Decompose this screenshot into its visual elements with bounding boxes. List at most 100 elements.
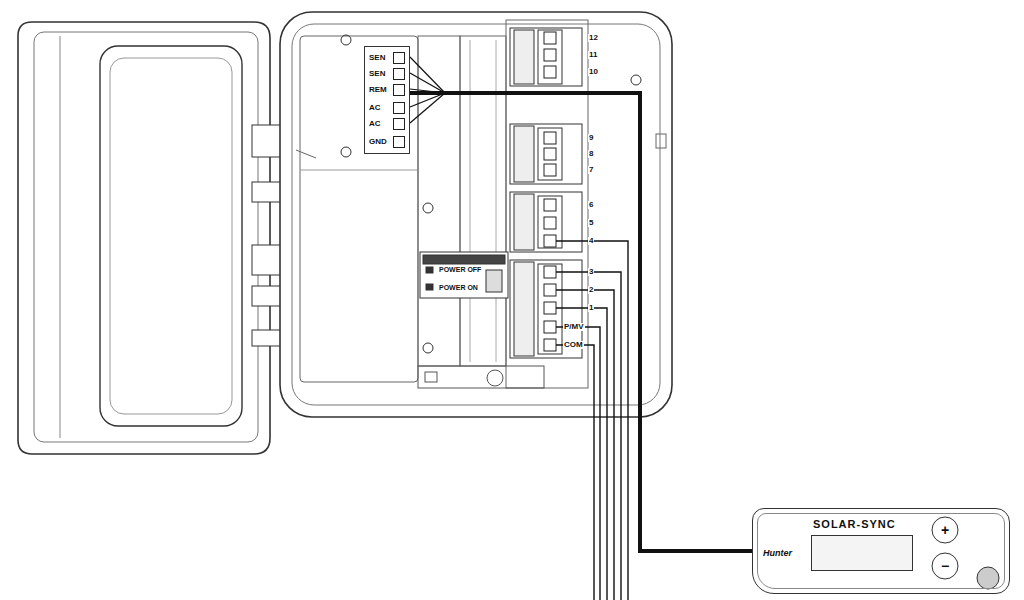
bottom-bar bbox=[418, 366, 544, 388]
transformer-bay bbox=[300, 36, 418, 382]
hinge bbox=[252, 125, 282, 157]
terminal-number: 5 bbox=[588, 219, 594, 227]
hinge bbox=[252, 330, 282, 346]
terminal-screw bbox=[393, 68, 405, 80]
terminal-label: AC bbox=[369, 104, 381, 112]
solar-sync-sensor: SOLAR-SYNCHunter bbox=[752, 508, 1010, 594]
terminal-screws bbox=[544, 32, 556, 351]
button bbox=[977, 567, 999, 589]
sensor-fan-wires bbox=[410, 57, 445, 123]
terminal-number: 9 bbox=[588, 134, 594, 142]
zone-wire bbox=[556, 241, 628, 600]
terminal-screw bbox=[393, 102, 405, 114]
button-symbol: + bbox=[940, 523, 950, 537]
screw bbox=[544, 284, 556, 296]
controller-housing bbox=[280, 12, 672, 417]
door-outline bbox=[18, 22, 270, 454]
terminal-number: 8 bbox=[588, 150, 594, 158]
screw bbox=[544, 321, 556, 333]
sensor-cable bbox=[410, 93, 752, 551]
fan-wire bbox=[410, 93, 445, 107]
door-edge bbox=[60, 36, 61, 438]
lock-icon bbox=[426, 284, 433, 290]
module-strip bbox=[514, 194, 534, 250]
hinge bbox=[252, 182, 282, 202]
door-recess bbox=[100, 46, 242, 426]
housing-outline bbox=[280, 12, 672, 417]
switch-plate bbox=[420, 252, 508, 298]
button bbox=[932, 517, 958, 543]
controller-door bbox=[18, 22, 270, 454]
hinge bbox=[252, 286, 282, 306]
screw bbox=[544, 302, 556, 314]
screw bbox=[544, 49, 556, 61]
power-switch bbox=[420, 252, 508, 298]
terminal-number: 3 bbox=[588, 268, 594, 276]
column-line bbox=[470, 40, 471, 362]
housing-inner bbox=[292, 24, 660, 405]
switch-label: POWER OFF bbox=[438, 266, 482, 273]
terminal-label: AC bbox=[369, 120, 381, 128]
sensor-display bbox=[811, 535, 913, 571]
module bbox=[510, 124, 582, 184]
button bbox=[932, 553, 958, 579]
column-line bbox=[496, 40, 497, 362]
zone-wire bbox=[556, 272, 621, 600]
terminal-number: 11 bbox=[588, 51, 598, 59]
terminal-screw bbox=[393, 52, 405, 64]
terminal-screw bbox=[393, 84, 405, 96]
terminal-number: 12 bbox=[588, 34, 599, 42]
switch-header bbox=[423, 255, 505, 264]
mount-hole bbox=[341, 35, 351, 45]
product-name: SOLAR-SYNC bbox=[813, 519, 896, 530]
terminal-label: REM bbox=[369, 86, 387, 94]
terminal-number: 1 bbox=[588, 304, 594, 312]
module-strip bbox=[514, 262, 534, 356]
screw bbox=[544, 32, 556, 44]
terminal-number: COM bbox=[563, 341, 584, 349]
screw bbox=[544, 217, 556, 229]
terminal-block bbox=[538, 196, 562, 248]
screw bbox=[544, 199, 556, 211]
zone-wire bbox=[556, 290, 614, 600]
terminal-number: P/MV bbox=[563, 323, 585, 331]
terminal-number: 10 bbox=[588, 68, 599, 76]
terminal-number: 6 bbox=[588, 201, 594, 209]
bay-divider bbox=[300, 170, 418, 171]
switch-slot bbox=[486, 270, 502, 292]
fan-wire bbox=[410, 93, 445, 123]
fan-wire bbox=[410, 57, 445, 93]
module-strip bbox=[514, 126, 534, 182]
terminal-number: 7 bbox=[588, 166, 594, 174]
terminal-label: GND bbox=[369, 138, 387, 146]
switch-label: POWER ON bbox=[438, 284, 479, 291]
module-strip bbox=[514, 30, 534, 84]
zone-wire bbox=[556, 308, 607, 600]
mount-hole bbox=[341, 147, 351, 157]
bottom-clip bbox=[425, 372, 437, 382]
terminal-screw bbox=[393, 136, 405, 148]
zone-wires bbox=[556, 241, 628, 600]
center-column bbox=[418, 36, 460, 366]
hinge bbox=[252, 245, 282, 275]
terminal-strip: SENSENREMACACGND bbox=[364, 46, 410, 154]
terminal-block bbox=[538, 30, 562, 84]
door-recess-inner bbox=[110, 58, 232, 414]
module bbox=[510, 28, 582, 86]
bottom-knob bbox=[487, 370, 503, 386]
zone-wire bbox=[556, 327, 600, 600]
module-bay bbox=[506, 20, 588, 388]
screw bbox=[544, 164, 556, 176]
common-wire bbox=[556, 345, 594, 600]
module bbox=[510, 192, 582, 252]
terminal-label: SEN bbox=[369, 70, 385, 78]
screw bbox=[544, 235, 556, 247]
door-rim bbox=[34, 32, 258, 442]
sensor-buttons bbox=[932, 517, 999, 589]
mount-hole bbox=[631, 75, 641, 85]
terminal-screw bbox=[393, 118, 405, 130]
fan-wire bbox=[410, 73, 445, 93]
